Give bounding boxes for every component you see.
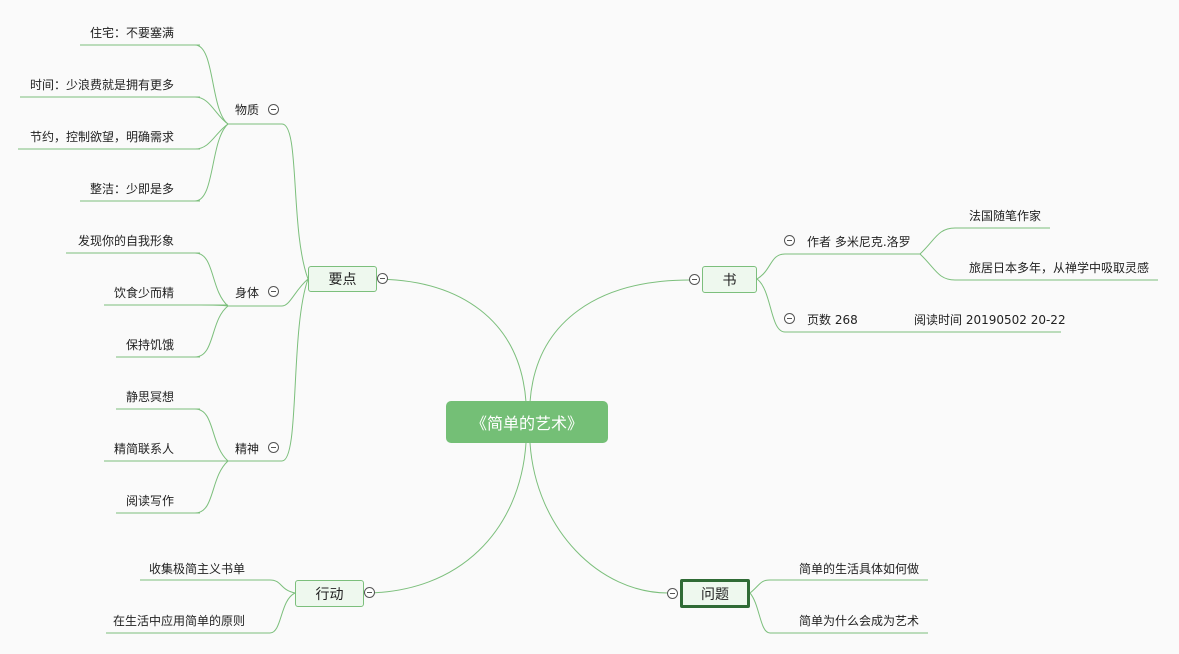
connector	[194, 123, 229, 150]
collapse-icon[interactable]	[268, 442, 279, 453]
topic-book[interactable]: 书	[702, 266, 757, 293]
list-item[interactable]: 住宅：不要塞满	[89, 26, 174, 40]
connector	[756, 278, 786, 333]
topic-key-points[interactable]: 要点	[308, 266, 377, 292]
connector	[756, 253, 786, 280]
list-item[interactable]: 在生活中应用简单的原则	[112, 614, 245, 628]
collapse-icon[interactable]	[784, 235, 795, 246]
collapse-icon[interactable]	[689, 274, 700, 285]
connector	[194, 305, 229, 358]
list-item[interactable]: 保持饥饿	[125, 338, 174, 352]
collapse-icon[interactable]	[667, 588, 678, 599]
connector	[749, 579, 771, 594]
connector	[194, 96, 229, 125]
list-item[interactable]: 饮食少而精	[113, 286, 174, 300]
subtopic-spirit[interactable]: 精神	[235, 442, 260, 456]
root-topic[interactable]: 《简单的艺术》	[446, 401, 608, 443]
collapse-icon[interactable]	[268, 104, 279, 115]
list-item[interactable]: 旅居日本多年，从禅学中吸取灵感	[969, 261, 1150, 275]
connector	[749, 592, 771, 634]
list-item[interactable]: 阅读时间 20190502 20-22	[914, 313, 1066, 327]
collapse-icon[interactable]	[268, 286, 279, 297]
list-item[interactable]: 收集极简主义书单	[148, 562, 245, 576]
topic-questions[interactable]: 问题	[680, 579, 750, 608]
connector	[269, 579, 296, 594]
connector	[919, 227, 956, 255]
list-item[interactable]: 法国随笔作家	[969, 209, 1042, 223]
connector	[281, 123, 309, 280]
connector	[194, 123, 229, 202]
subtopic-material[interactable]: 物质	[235, 103, 260, 117]
collapse-icon[interactable]	[364, 587, 375, 598]
connector	[919, 253, 956, 281]
connector	[269, 592, 296, 634]
connector	[194, 252, 229, 307]
connector	[529, 442, 669, 594]
topic-action[interactable]: 行动	[295, 580, 364, 607]
list-item[interactable]: 时间：少浪费就是拥有更多	[29, 78, 174, 92]
connector	[194, 460, 229, 514]
list-item[interactable]: 整洁：少即是多	[89, 182, 174, 196]
connector	[281, 278, 309, 462]
subtopic-pages[interactable]: 页数 268	[807, 313, 858, 327]
collapse-icon[interactable]	[784, 313, 795, 324]
list-item[interactable]: 节约，控制欲望，明确需求	[29, 130, 174, 144]
connector	[363, 442, 527, 594]
subtopic-author[interactable]: 作者 多米尼克.洛罗	[807, 235, 911, 249]
subtopic-body[interactable]: 身体	[235, 286, 260, 300]
list-item[interactable]: 简单的生活具体如何做	[799, 562, 920, 576]
connector	[376, 278, 527, 403]
list-item[interactable]: 精简联系人	[113, 442, 174, 456]
list-item[interactable]: 简单为什么会成为艺术	[799, 614, 920, 628]
list-item[interactable]: 阅读写作	[125, 494, 174, 508]
list-item[interactable]: 静思冥想	[125, 390, 174, 404]
connector	[281, 278, 309, 307]
connector	[194, 44, 229, 125]
collapse-icon[interactable]	[377, 273, 388, 284]
list-item[interactable]: 发现你的自我形象	[77, 234, 174, 248]
connector	[529, 279, 691, 403]
connector	[194, 408, 229, 462]
